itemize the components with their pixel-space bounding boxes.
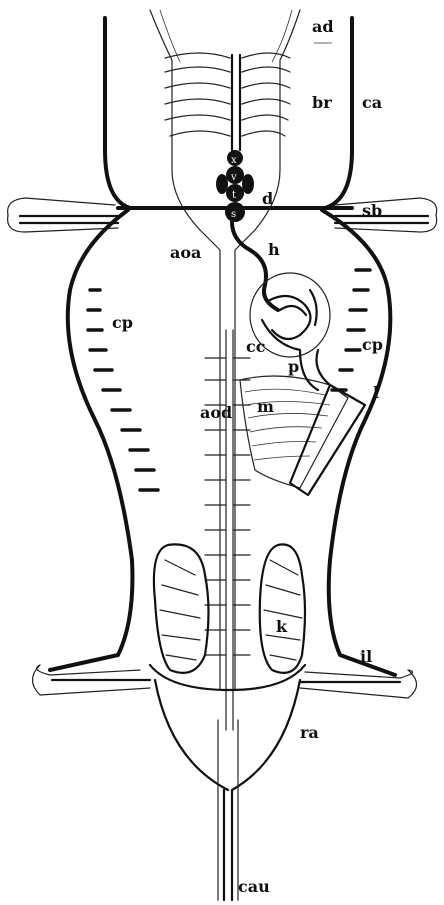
label-d: d (262, 189, 273, 208)
label-cau: cau (238, 877, 270, 896)
label-aoa: aoa (170, 243, 201, 262)
labels: ad br ca d sb aoa h cp cc cp p l aod m k… (112, 17, 383, 896)
label-cp-right: cp (362, 335, 383, 354)
label-cp-left: cp (112, 313, 133, 332)
branchial-arches (165, 53, 290, 150)
heart-chambers: x v t s (216, 150, 254, 222)
label-sb: sb (362, 201, 382, 220)
kidneys (154, 544, 305, 672)
iliac-vessels (33, 665, 417, 698)
right-ticks (332, 270, 370, 390)
dorsal-aorta (205, 330, 250, 730)
label-k: k (276, 617, 288, 636)
label-p: p (288, 357, 299, 376)
label-x: x (231, 155, 237, 166)
label-l: l (373, 383, 379, 402)
label-cc: cc (246, 337, 266, 356)
label-br: br (312, 93, 332, 112)
label-t: t (232, 190, 236, 201)
caudal-vessels (155, 680, 300, 900)
label-h: h (268, 240, 280, 259)
label-ad: ad (312, 17, 334, 36)
label-s: s (231, 209, 236, 220)
label-ra: ra (300, 723, 319, 742)
label-aod: aod (200, 403, 232, 422)
label-ca: ca (362, 93, 382, 112)
label-v: v (230, 172, 237, 183)
label-m: m (257, 397, 274, 416)
label-il: il (360, 647, 372, 666)
